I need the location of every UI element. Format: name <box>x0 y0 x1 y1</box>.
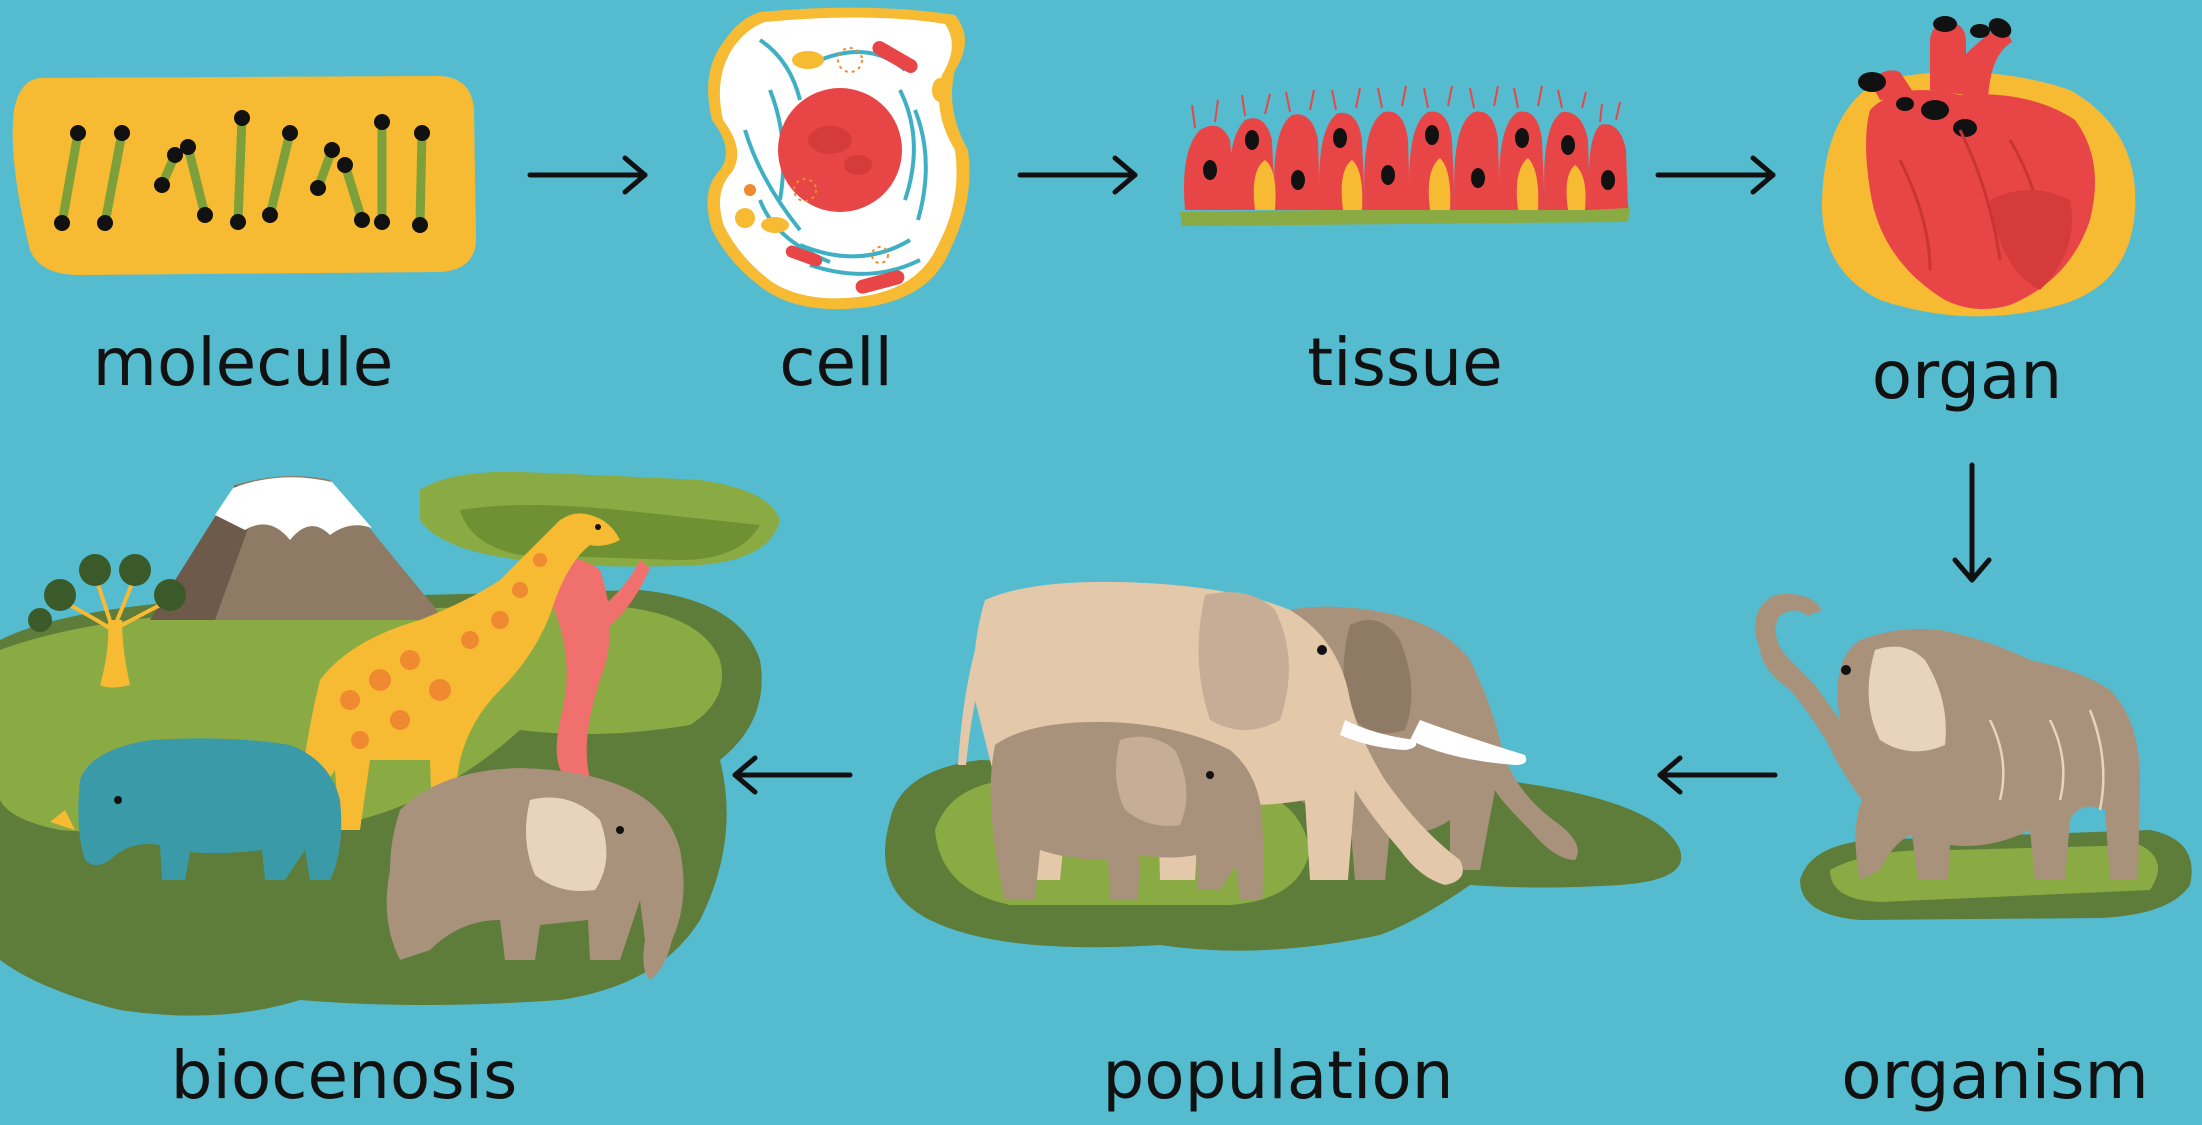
cell-icon <box>708 8 970 310</box>
label-population: population <box>1102 1043 1453 1109</box>
label-cell: cell <box>779 330 893 396</box>
elephant-organism-icon <box>1755 594 2192 920</box>
label-biocenosis: biocenosis <box>171 1043 518 1109</box>
arrow-icon <box>1020 158 1135 192</box>
molecule-icon <box>13 76 476 275</box>
label-molecule: molecule <box>93 330 394 396</box>
tissue-icon <box>1180 86 1630 226</box>
label-organism: organism <box>1841 1043 2149 1109</box>
arrow-icon <box>1955 465 1989 580</box>
label-organ: organ <box>1872 343 2063 409</box>
arrow-icon <box>530 158 645 192</box>
heart-organ-icon <box>1822 14 2135 316</box>
arrow-icon <box>1658 158 1773 192</box>
arrow-icon <box>1660 758 1775 792</box>
elephant-herd-icon <box>885 582 1681 951</box>
arrow-icon <box>735 758 850 792</box>
savanna-biocenosis-icon <box>0 472 780 1016</box>
label-tissue: tissue <box>1307 330 1502 396</box>
